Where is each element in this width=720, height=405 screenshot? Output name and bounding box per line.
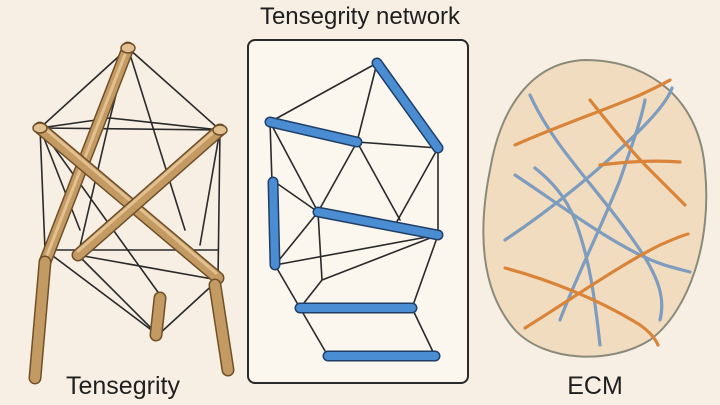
wooden-struts — [28, 41, 235, 385]
strut-4 — [28, 255, 52, 385]
blue-fiber-5 — [533, 166, 602, 347]
network-struts — [264, 57, 444, 362]
blue-fiber-4 — [558, 98, 647, 322]
strut-6 — [149, 291, 167, 342]
tensegrity-network-panel — [247, 39, 469, 384]
orange-fiber-5 — [598, 159, 682, 167]
ecm-blob — [482, 58, 708, 358]
diagram-title: Tensegrity network — [259, 3, 461, 30]
ecm-label: ECM — [567, 372, 623, 400]
strut-3 — [71, 123, 227, 262]
strut-1 — [38, 41, 135, 269]
tension-cables — [39, 47, 221, 336]
wooden-tensegrity-model — [28, 41, 235, 385]
blue-fiber-3 — [503, 86, 674, 242]
orange-fiber-4 — [523, 232, 690, 330]
blue-fiber-2 — [513, 173, 692, 274]
orange-fiber-2 — [588, 98, 687, 207]
blue-fiber-1 — [528, 93, 664, 322]
orange-fiber-1 — [513, 78, 672, 147]
strut-5 — [208, 278, 235, 377]
ecm-fibers — [503, 78, 692, 347]
tensegrity-label: Tensegrity — [62, 372, 184, 401]
orange-fiber-3 — [503, 266, 660, 347]
network-cables — [269, 62, 439, 357]
